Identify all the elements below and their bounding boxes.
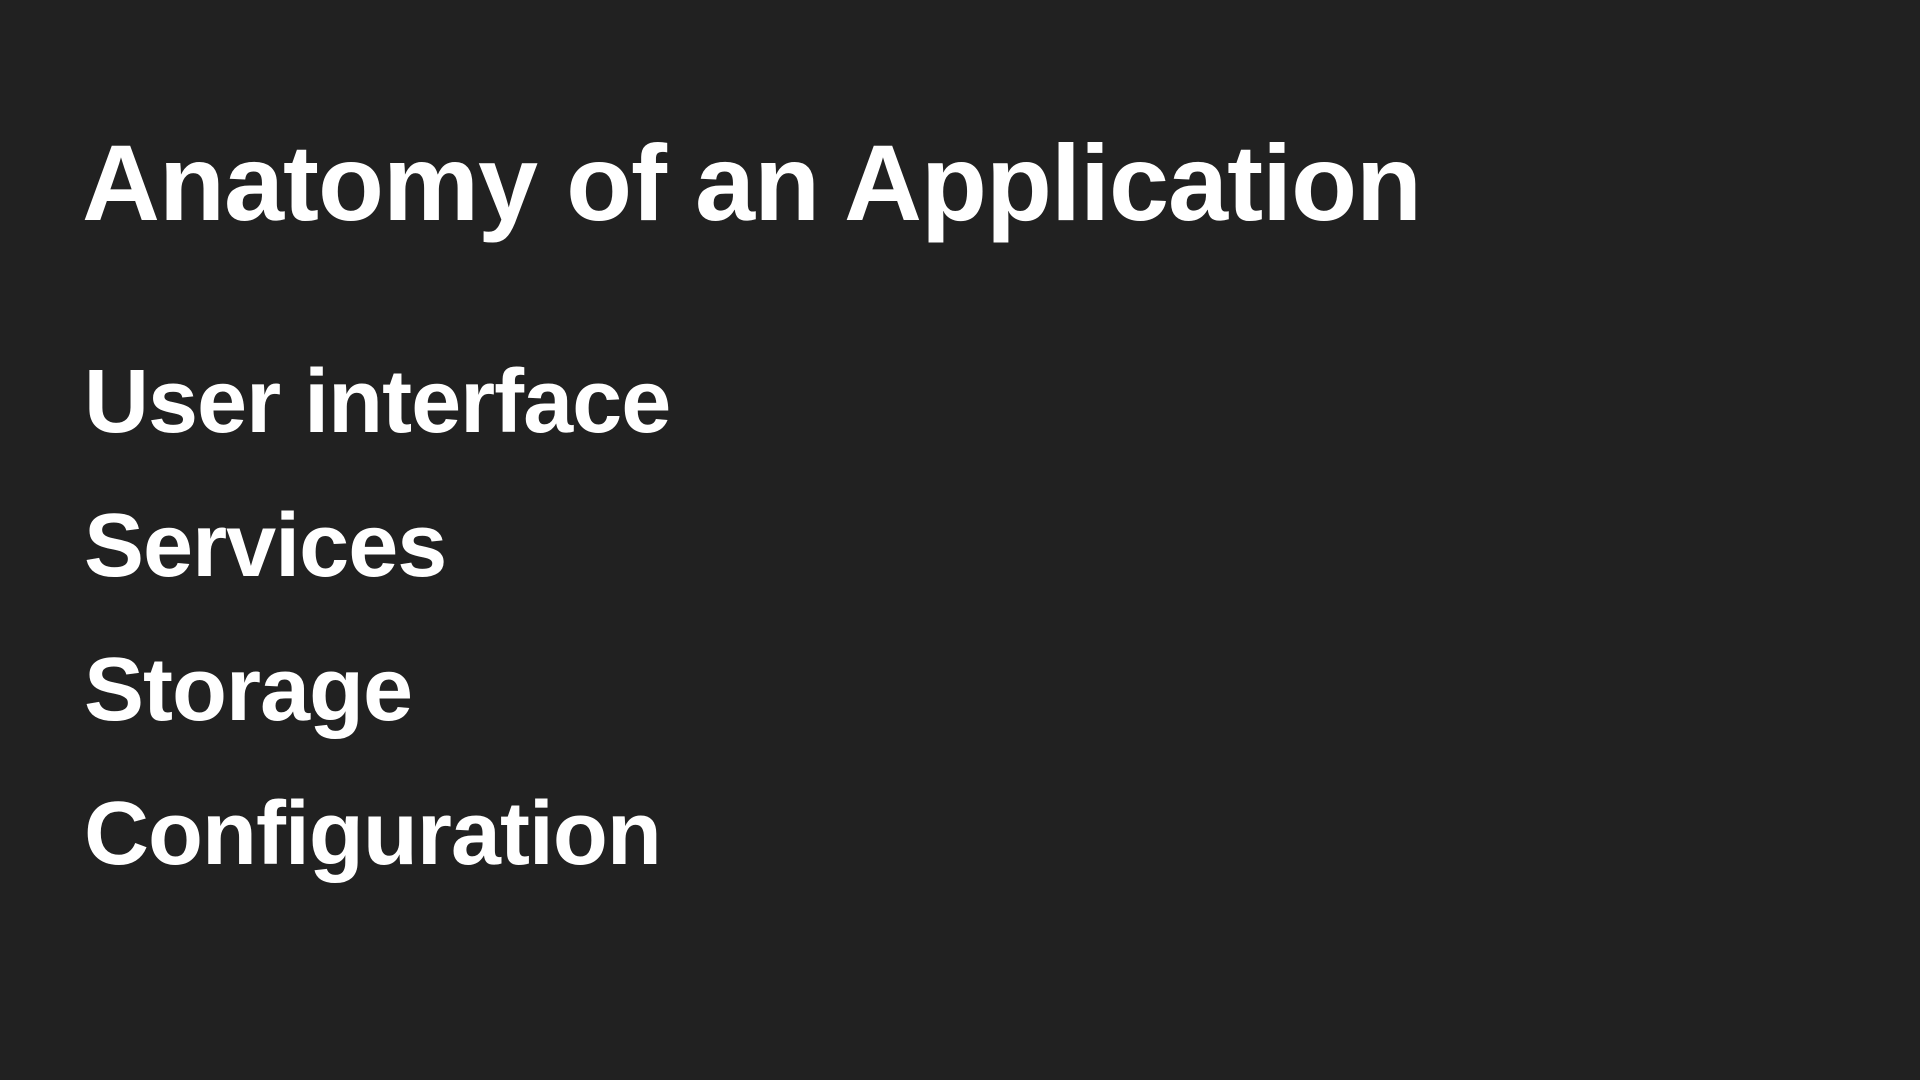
- bullet-item-services: Services: [84, 496, 447, 596]
- bullet-item-user-interface: User interface: [84, 352, 671, 452]
- bullet-list: User interface Services Storage Configur…: [84, 330, 671, 906]
- bullet-item-storage: Storage: [84, 640, 413, 740]
- slide-title: Anatomy of an Application: [82, 122, 1422, 243]
- bullet-item-configuration: Configuration: [84, 784, 662, 884]
